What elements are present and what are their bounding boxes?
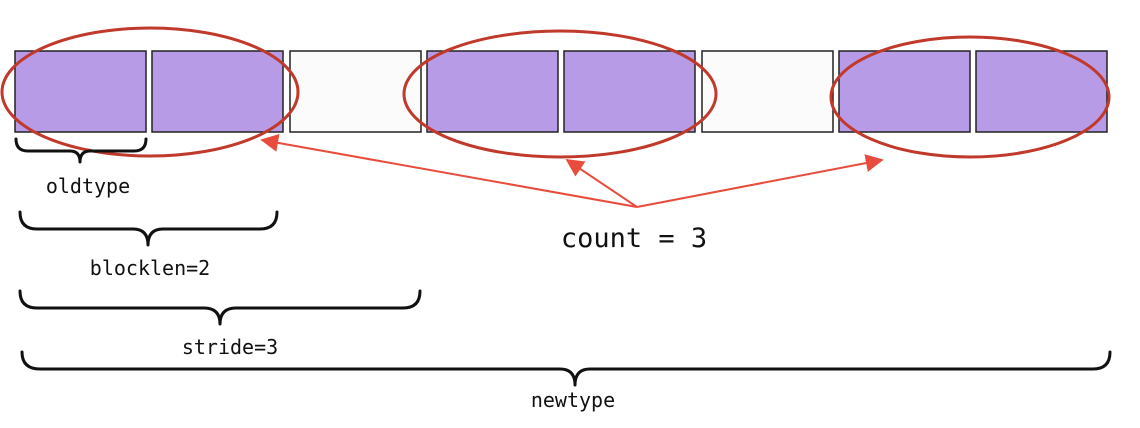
- group-ellipses: [0, 26, 1111, 159]
- count-label: count = 3: [561, 223, 707, 254]
- count-arrows: [260, 133, 884, 208]
- newtype-brace: [20, 350, 1112, 387]
- oldtype-brace: [14, 137, 148, 164]
- block-2: [151, 50, 284, 133]
- block-3: [289, 50, 422, 133]
- braces: [14, 137, 1112, 387]
- oldtype-label: oldtype: [46, 174, 130, 198]
- arrow-to-group-3: [636, 154, 884, 208]
- arrow-to-group-2: [565, 158, 638, 208]
- arrow-to-group-1: [260, 133, 638, 208]
- block-6: [701, 50, 834, 133]
- newtype-label: newtype: [531, 388, 615, 412]
- block-7: [838, 50, 971, 133]
- blocklen-label: blocklen=2: [90, 256, 210, 280]
- block-4: [426, 50, 559, 133]
- group-ellipse-2: [402, 29, 718, 159]
- group-ellipse-3: [829, 35, 1111, 159]
- block-row: [14, 50, 1108, 133]
- block-5: [563, 50, 696, 133]
- group-ellipse-1: [0, 26, 300, 158]
- stride-brace: [18, 289, 422, 326]
- block-1: [14, 50, 147, 133]
- stride-label: stride=3: [182, 335, 278, 359]
- blocklen-brace: [18, 210, 279, 247]
